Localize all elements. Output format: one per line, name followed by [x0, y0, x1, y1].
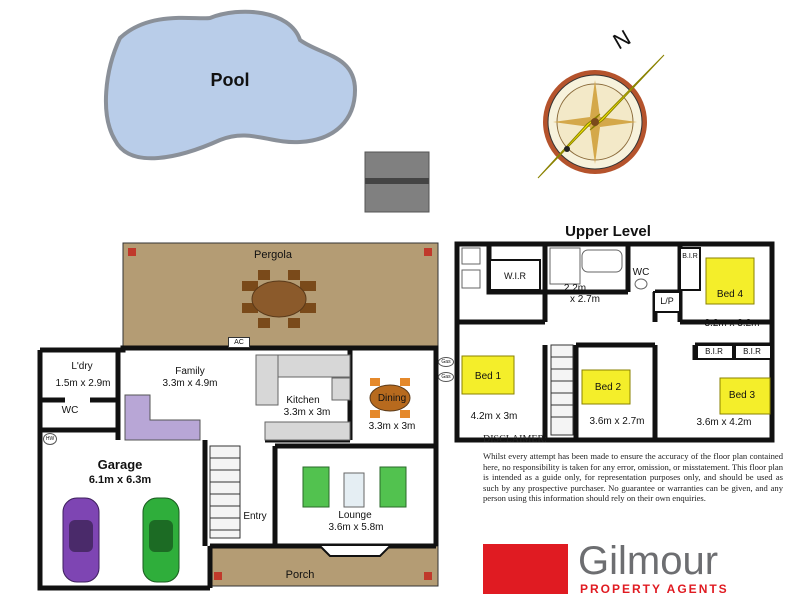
gas-label-2: Gas	[438, 372, 454, 382]
garage-size: 6.1m x 6.3m	[88, 474, 152, 486]
laundry-size: 1.5m x 2.9m	[55, 378, 111, 389]
bed-2-icon	[581, 369, 631, 405]
pool-shape	[104, 9, 358, 161]
garage-name: Garage	[97, 457, 143, 472]
car-green-icon	[142, 497, 180, 583]
lounge-furniture-icon	[302, 466, 407, 508]
pool-label: Pool	[210, 70, 250, 90]
bath-size-line2: x 2.7m	[569, 294, 600, 305]
kitchen-name: Kitchen	[286, 395, 320, 406]
lounge-size: 3.6m x 5.8m	[328, 522, 384, 533]
car-purple-icon	[62, 497, 100, 583]
pergola-label: Pergola	[254, 249, 292, 261]
lp-label: L/P	[660, 296, 674, 306]
bir-label-3: B.I.R	[743, 347, 761, 356]
brand-tagline: PROPERTY AGENTS	[580, 582, 729, 596]
laundry-name: L'dry	[71, 361, 93, 372]
ground-stairs	[209, 445, 241, 539]
bed-3-icon	[719, 377, 771, 415]
bir-label-2: B.I.R	[705, 347, 723, 356]
dining-table-icon	[369, 378, 411, 418]
wc-upper-label: WC	[632, 267, 650, 278]
bir-label-1: B.I.R	[682, 253, 698, 260]
dining-name: Dining	[377, 393, 407, 404]
upper-stairs	[550, 344, 574, 436]
disclaimer-body: Whilst every attempt has been made to en…	[483, 451, 783, 504]
outdoor-table-icon	[242, 270, 316, 328]
bed-1-icon	[461, 355, 515, 395]
gas-label-1: Gas	[438, 357, 454, 367]
family-name: Family	[175, 366, 205, 377]
brand-name: Gilmour	[578, 539, 719, 583]
bed-4-icon	[705, 257, 755, 305]
bay-window	[319, 545, 391, 557]
bath-size-line1: 2.2m	[563, 283, 587, 294]
gilmour-logo-mark	[483, 544, 568, 594]
bed-3-size: 3.6m x 4.2m	[696, 417, 752, 428]
bed-4-size: 3.2m x 3.2m	[704, 318, 760, 329]
bed-3-name: Bed 3	[728, 390, 756, 401]
upper-level-title: Upper Level	[565, 223, 651, 240]
wir-label: W.I.R	[504, 271, 526, 281]
kitchen-bench	[255, 354, 351, 441]
bath-fixtures	[461, 247, 648, 290]
family-size: 3.3m x 4.9m	[162, 378, 218, 389]
bed-4-name: Bed 4	[716, 289, 744, 300]
wc-ground-label: WC	[61, 405, 79, 416]
hw-label: HW	[43, 433, 57, 445]
compass-icon	[537, 54, 665, 179]
lounge-name: Lounge	[338, 510, 372, 521]
shed-structure	[364, 151, 430, 213]
dining-size: 3.3m x 3m	[368, 421, 416, 432]
porch-deck	[209, 545, 439, 587]
entry-label: Entry	[243, 511, 267, 522]
disclaimer-title: DISCLAIMER:	[483, 434, 547, 445]
bed-2-name: Bed 2	[594, 382, 622, 393]
ac-label: AC	[228, 337, 250, 348]
bed-1-size: 4.2m x 3m	[470, 411, 518, 422]
bed-2-size: 3.6m x 2.7m	[589, 416, 645, 427]
family-sofa-icon	[124, 394, 201, 441]
porch-label: Porch	[285, 569, 315, 581]
kitchen-size: 3.3m x 3m	[283, 407, 331, 418]
bed-1-name: Bed 1	[474, 371, 502, 382]
